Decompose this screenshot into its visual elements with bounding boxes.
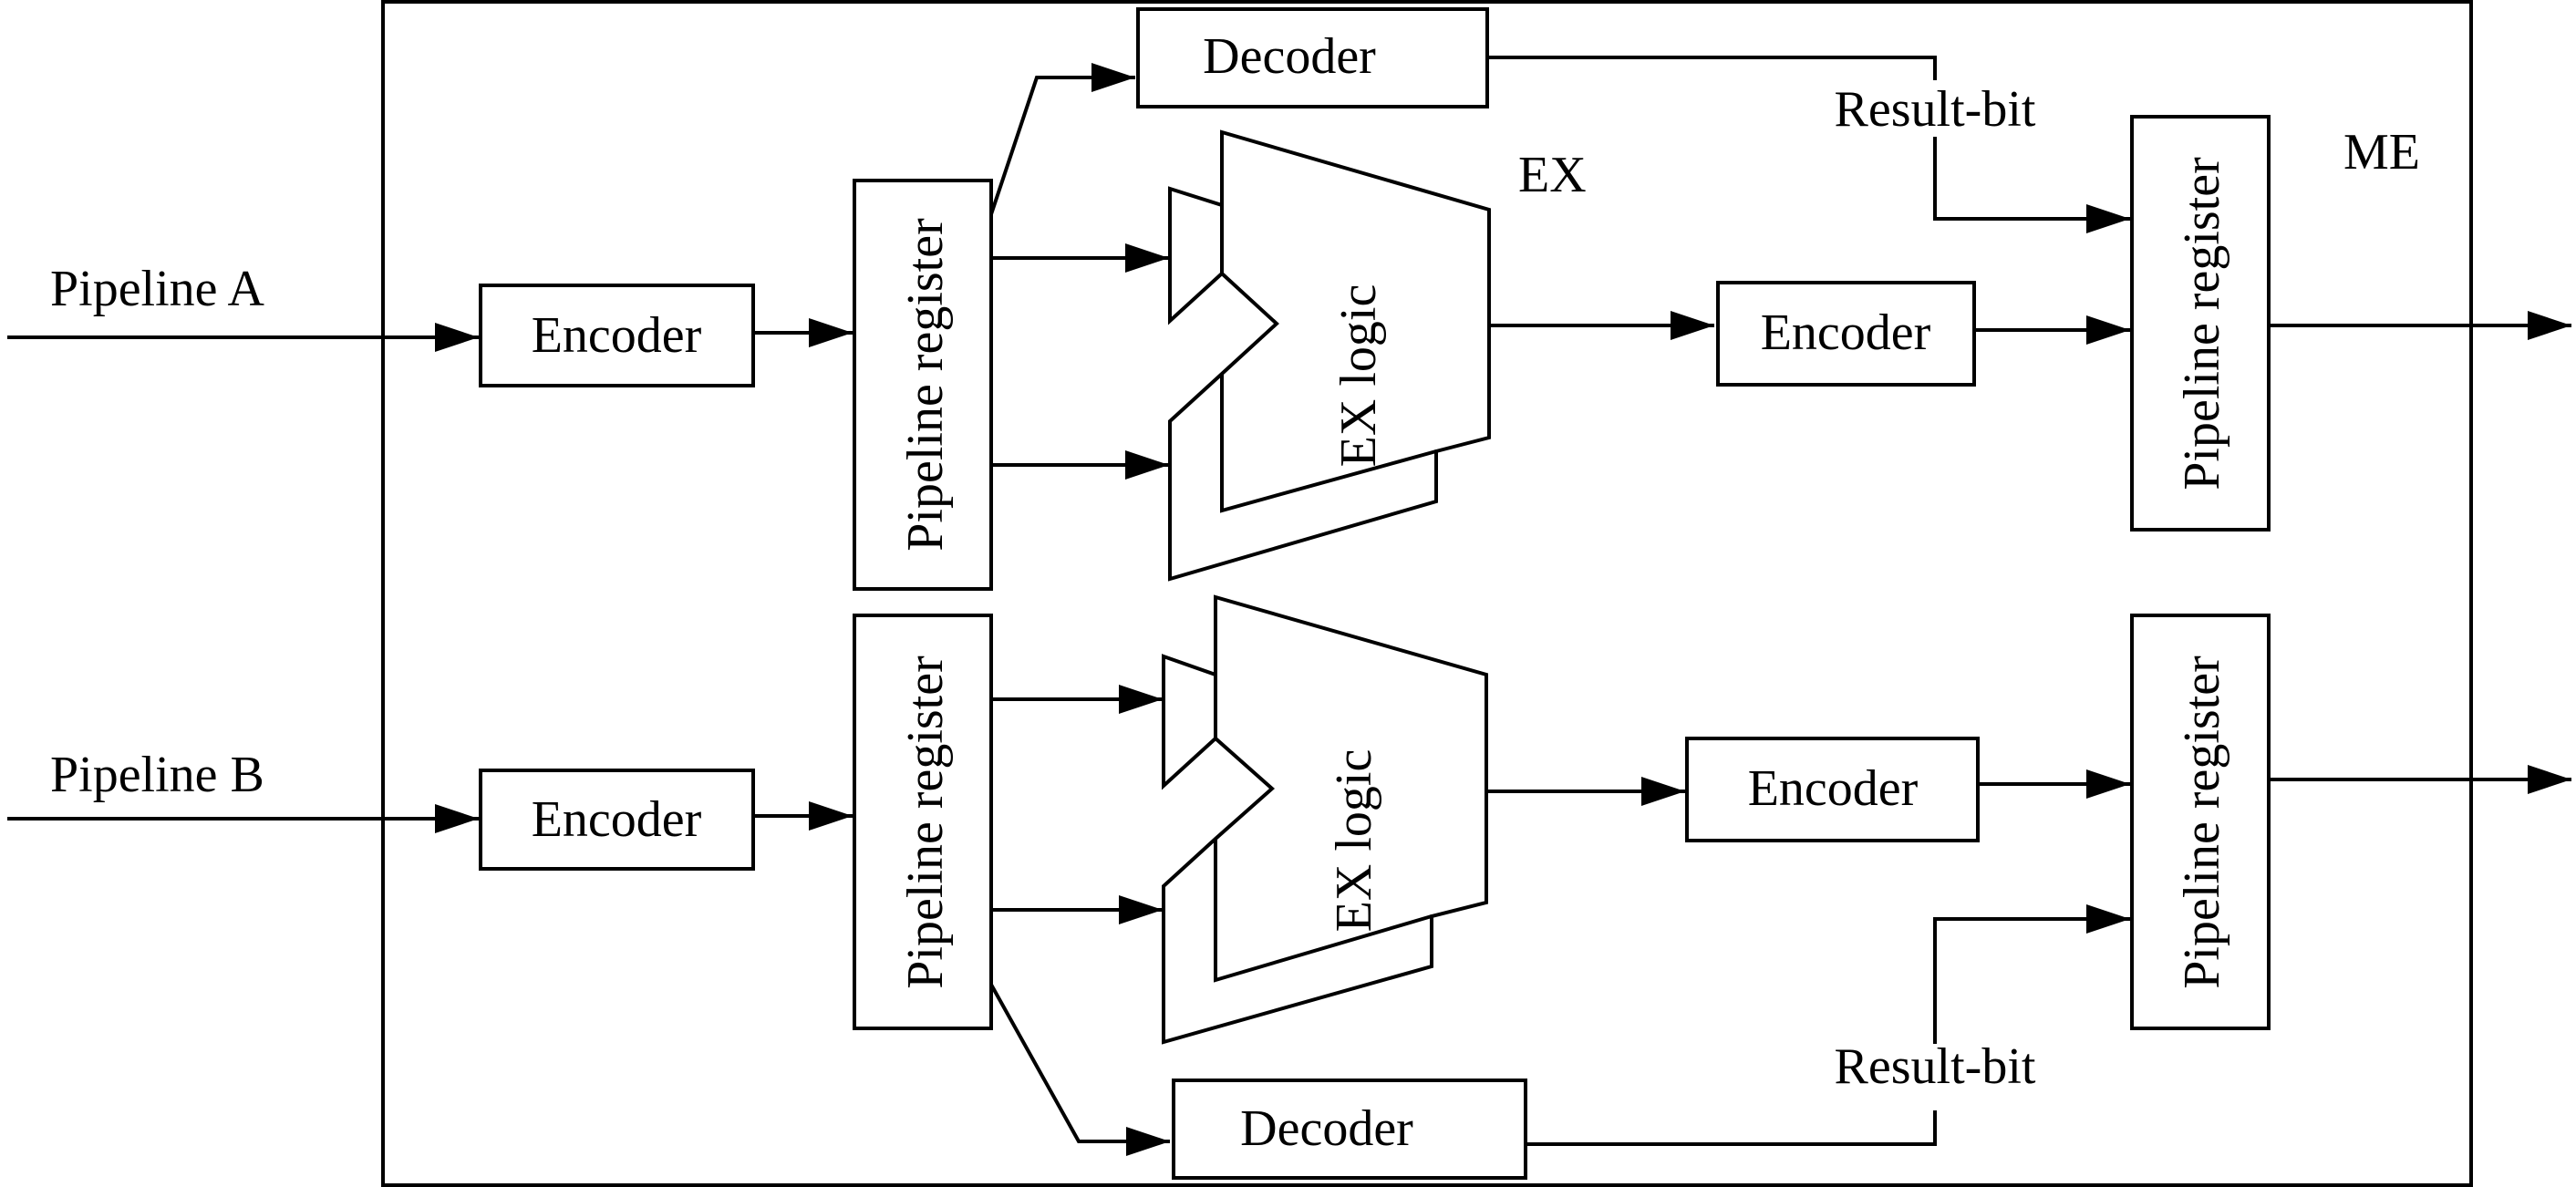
pipeline-register-a2: Pipeline register bbox=[2130, 115, 2271, 532]
encoder-b2: Encoder bbox=[1685, 737, 1980, 842]
pipeline-register-b1-label: Pipeline register bbox=[897, 655, 954, 989]
pipeline-register-a1: Pipeline register bbox=[853, 179, 993, 591]
encoder-b: Encoder bbox=[479, 769, 755, 871]
wire-b-result-bit-upper bbox=[1933, 904, 2130, 1044]
me-stage-label: ME bbox=[2343, 124, 2420, 181]
wire-b-reg-to-decoder bbox=[989, 984, 1170, 1156]
wire-a-result-bit-lower bbox=[1933, 137, 2130, 233]
ex-logic-b-label: EX logic bbox=[1326, 749, 1382, 933]
decoder-a: Decoder bbox=[1136, 7, 1489, 108]
pipeline-register-b1: Pipeline register bbox=[853, 614, 993, 1030]
pipeline-register-b2: Pipeline register bbox=[2130, 614, 2271, 1030]
encoder-a: Encoder bbox=[479, 284, 755, 387]
result-bit-b-label: Result-bit bbox=[1835, 1038, 2036, 1095]
ex-stage-label: EX bbox=[1518, 147, 1587, 203]
ex-logic-a: EX logic bbox=[1168, 129, 1491, 582]
encoder-a2: Encoder bbox=[1716, 281, 1976, 387]
pipeline-a-label: Pipeline A bbox=[50, 261, 264, 317]
ex-logic-b: EX logic bbox=[1162, 594, 1488, 1045]
outer-frame bbox=[381, 0, 2473, 1187]
encoder-a-label: Encoder bbox=[532, 307, 702, 364]
decoder-b: Decoder bbox=[1172, 1079, 1527, 1180]
pipeline-register-a1-label: Pipeline register bbox=[897, 218, 954, 552]
pipeline-b-label: Pipeline B bbox=[50, 747, 264, 803]
ex-logic-a-label: EX logic bbox=[1330, 284, 1387, 468]
wire-b-result-bit-lower bbox=[1526, 1110, 1937, 1146]
wire-a-reg-to-decoder bbox=[989, 63, 1135, 215]
pipeline-register-a2-label: Pipeline register bbox=[2174, 157, 2230, 490]
encoder-b2-label: Encoder bbox=[1748, 760, 1919, 817]
wire-a-result-bit-upper bbox=[1489, 56, 1937, 80]
encoder-a2-label: Encoder bbox=[1761, 304, 1931, 361]
decoder-a-label: Decoder bbox=[1203, 28, 1376, 85]
pipeline-register-b2-label: Pipeline register bbox=[2174, 655, 2230, 989]
result-bit-a-label: Result-bit bbox=[1835, 81, 2036, 138]
decoder-b-label: Decoder bbox=[1240, 1100, 1413, 1157]
encoder-b-label: Encoder bbox=[532, 791, 702, 848]
